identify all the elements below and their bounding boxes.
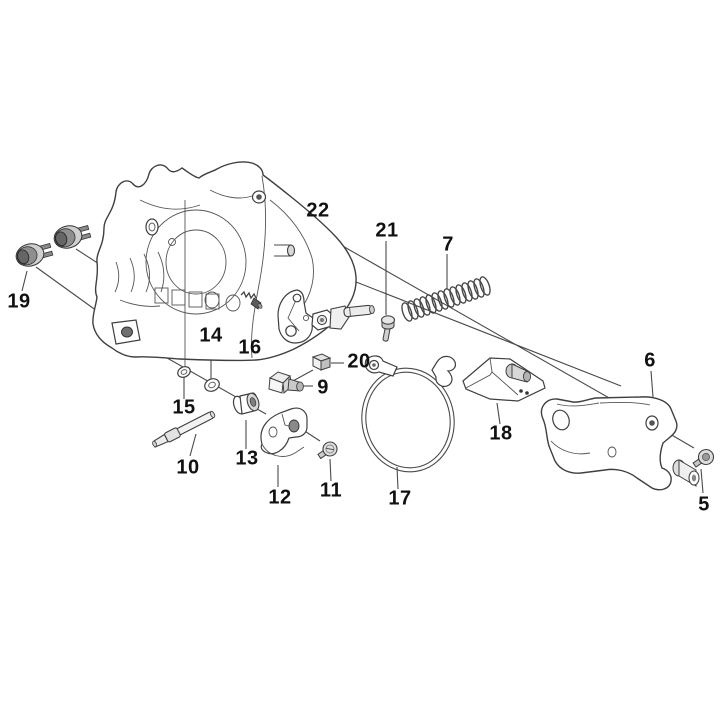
part-label-9: 9	[317, 376, 329, 399]
part-label-10: 10	[176, 456, 200, 479]
part-16-spring-screw	[240, 290, 263, 310]
grommet	[15, 243, 54, 267]
part-label-5: 5	[698, 493, 710, 516]
leader-label-5	[700, 468, 704, 494]
leader-label-11	[329, 458, 332, 482]
leader-label-18	[496, 402, 501, 425]
leader-label-10	[189, 433, 197, 457]
part-label-18: 18	[489, 422, 513, 445]
part-21-screw	[380, 315, 396, 342]
housing-crankcase	[92, 161, 357, 368]
part-label-11: 11	[319, 479, 343, 502]
leader-label-6	[650, 370, 654, 398]
part-6-brake-handle	[540, 396, 700, 491]
part-10-rod	[152, 410, 216, 448]
part-17-brake-band	[361, 355, 457, 473]
part-15-washer	[177, 366, 191, 378]
part-11-screw	[317, 441, 338, 460]
part-12-bracket	[260, 407, 308, 457]
part-label-13: 13	[235, 447, 259, 470]
handle-bushing	[672, 459, 700, 487]
part-5-screw	[692, 448, 715, 468]
leader-label-19	[21, 270, 28, 292]
part-label-14: 14	[199, 324, 223, 347]
part-18-inertia-block	[462, 357, 546, 402]
leader-label-17	[396, 466, 399, 490]
housing-hole-upper-left	[145, 218, 159, 236]
part-label-7: 7	[442, 233, 454, 256]
part-label-12: 12	[268, 486, 292, 509]
housing-bottom-boss	[111, 319, 141, 345]
part-label-6: 6	[644, 349, 656, 372]
part-9-adjuster	[268, 371, 304, 395]
part-7-compression-spring	[401, 276, 491, 322]
band-hook-end	[431, 355, 457, 388]
part-14-washer	[204, 378, 220, 392]
part-label-22: 22	[306, 199, 330, 222]
housing-side-boss	[274, 244, 296, 257]
part-20-nut	[311, 353, 332, 371]
part-label-21: 21	[375, 219, 399, 242]
part-label-19: 19	[7, 290, 31, 313]
leader-axis-nut-adjuster	[290, 369, 314, 383]
part-label-15: 15	[172, 396, 196, 419]
part-13-bushing	[232, 392, 260, 415]
part-22-lever-assembly	[277, 289, 375, 344]
grommet	[53, 225, 92, 249]
part-label-20: 20	[347, 350, 371, 373]
part-19-grommets	[15, 225, 92, 267]
part-label-17: 17	[388, 487, 412, 510]
part-label-16: 16	[238, 336, 262, 359]
